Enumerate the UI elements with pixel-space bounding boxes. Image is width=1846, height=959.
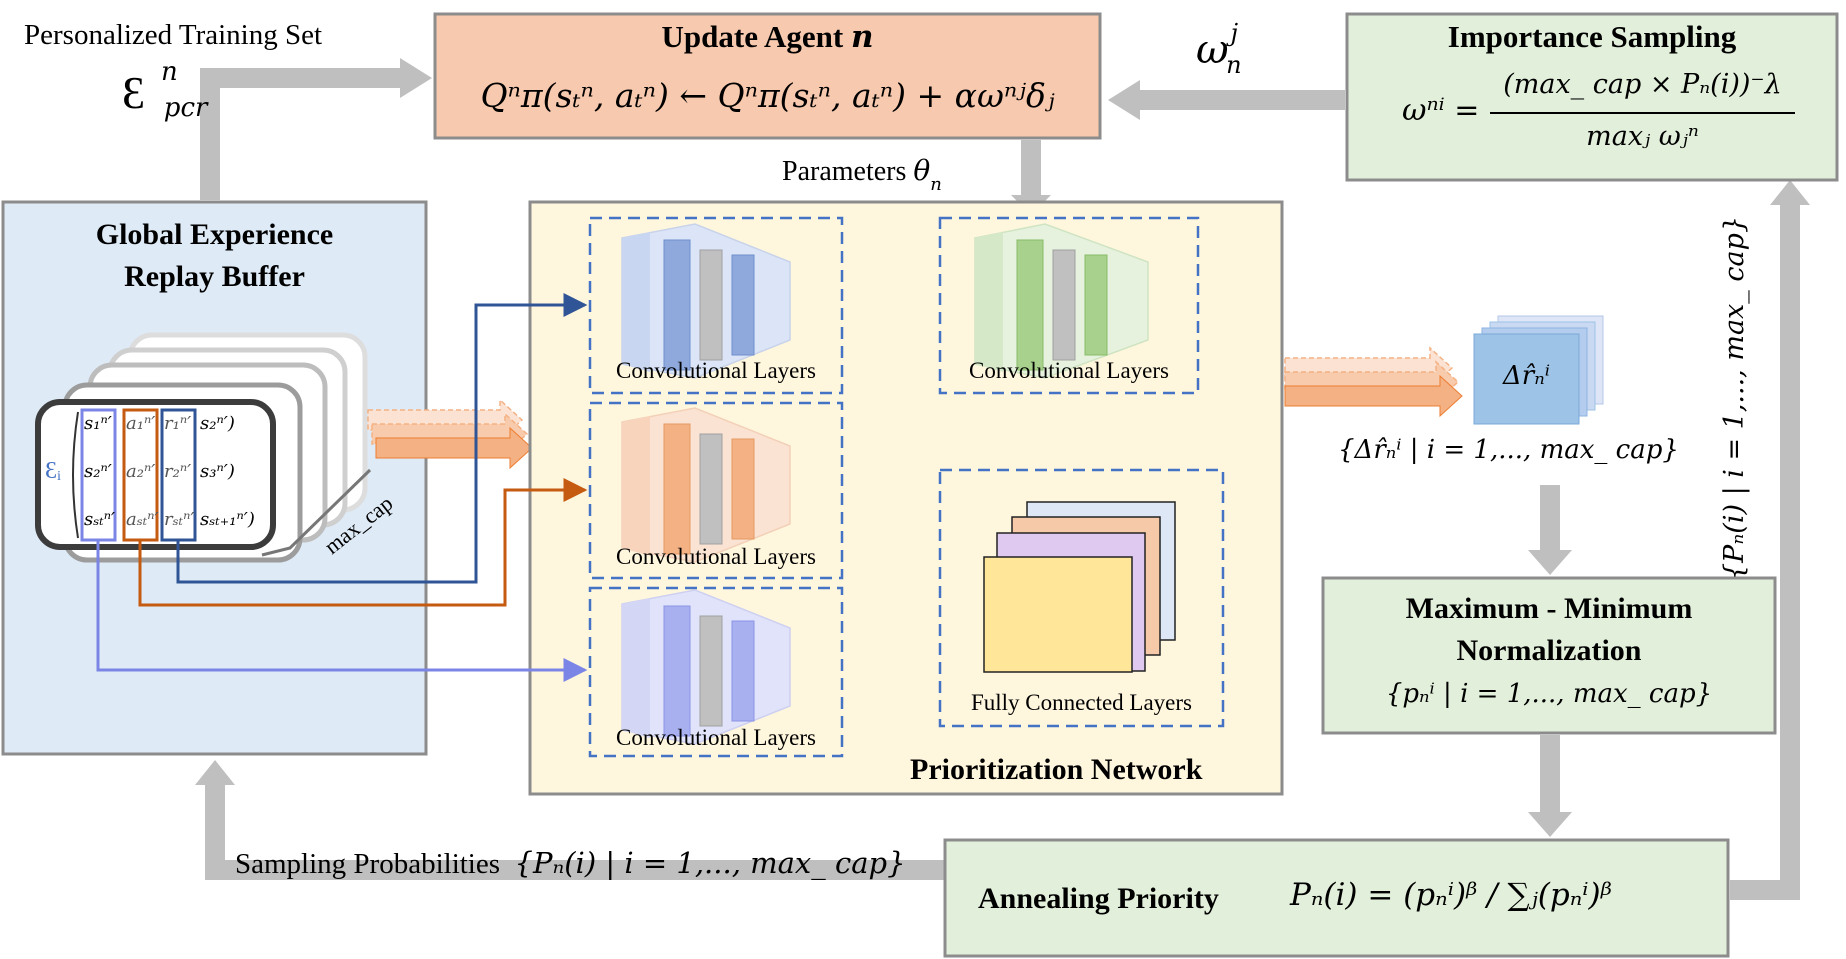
omega-sup: j <box>1230 19 1239 47</box>
cell-a-1: a₁ⁿ′ <box>126 413 156 434</box>
conv-block-blue <box>621 223 791 379</box>
conv-label-violet: Convolutional Layers <box>616 725 816 750</box>
fc-layer-stack <box>983 501 1176 673</box>
conv-box-blue <box>588 216 844 395</box>
normalization-set: {pₙⁱ | i = 1,..., max_ cap} <box>1385 679 1713 709</box>
line-r-to-conv-blue <box>176 293 588 584</box>
right-vertical-set: {Pₙ(i) | i = 1,..., max_ cap} <box>1719 215 1750 580</box>
prioritization-network-title: Prioritization Network <box>910 753 1203 786</box>
annealing-title: Annealing Priority <box>978 882 1219 915</box>
cell-next-2: s₃ⁿ′) <box>200 461 235 482</box>
fc-label: Fully Connected Layers <box>970 690 1192 715</box>
normalization-title-2: Normalization <box>1456 634 1642 667</box>
global-buffer-title-1: Global Experience <box>95 218 334 251</box>
importance-sampling-box <box>1345 12 1839 182</box>
importance-sampling-title: Importance Sampling <box>1447 19 1737 54</box>
annealing-priority-box <box>943 838 1730 958</box>
delta-box <box>1473 333 1580 425</box>
cell-s-2: s₂ⁿ′ <box>84 461 112 482</box>
parameters-theta: θ <box>913 154 931 187</box>
max-cap-bracket <box>261 468 372 557</box>
conv-block-violet <box>621 589 791 745</box>
parameters-label: Parameters θn <box>782 154 942 194</box>
epsilon-pcr-sub: pcr <box>163 93 208 123</box>
line-s-to-conv-violet <box>96 540 588 682</box>
arrow-annealing-to-importance <box>1730 180 1810 900</box>
update-agent-box <box>433 12 1102 140</box>
cell-next-1: s₂ⁿ′) <box>200 413 235 434</box>
cell-r-2: r₂ⁿ′ <box>164 461 192 482</box>
epsilon-pcr-main: Ɛ <box>122 67 146 118</box>
normalization-title-1: Maximum - Minimum <box>1405 592 1693 625</box>
update-agent-title: Update Agent n <box>435 19 1100 55</box>
importance-lhs: ωⁿⁱ = <box>1402 93 1480 128</box>
arrow-importance-to-update <box>1108 80 1345 120</box>
update-agent-title-prefix: Update Agent <box>661 19 851 54</box>
cell-r-st: rₛₜⁿ′ <box>164 509 195 530</box>
sample-stream-arrow <box>367 398 533 470</box>
omega-label: ωjn <box>1196 20 1252 78</box>
omega-main: ω <box>1196 27 1229 73</box>
personalized-training-set-label: Personalized Training Set <box>24 19 323 51</box>
epsilon-i-label: Ɛᵢ <box>45 458 61 484</box>
global-buffer-title-2: Replay Buffer <box>124 260 305 293</box>
arrow-buffer-to-update <box>200 58 432 200</box>
cell-s-1: s₁ⁿ′ <box>84 413 112 434</box>
cell-a-2: a₂ⁿ′ <box>126 461 156 482</box>
conv-label-green: Convolutional Layers <box>969 358 1169 383</box>
conv-label-orange: Convolutional Layers <box>616 544 816 569</box>
sampling-probabilities-text: Sampling Probabilities <box>235 848 501 880</box>
conv-label-blue: Convolutional Layers <box>616 358 816 383</box>
cell-a-st: aₛₜⁿ′ <box>126 509 159 530</box>
conv-block-green <box>974 223 1149 379</box>
line-a-to-conv-orange <box>138 478 588 607</box>
sampling-probabilities-label: Sampling Probabilities {Pₙ(i) | i = 1,..… <box>235 846 906 881</box>
output-stream-arrow <box>1284 346 1463 418</box>
omega-sub: n <box>1226 51 1242 79</box>
update-agent-formula: Qⁿπ(sₜⁿ, aₜⁿ) ← Qⁿπ(sₜⁿ, aₜⁿ) + αωⁿʲδⱼ <box>480 76 1055 115</box>
fc-box <box>938 468 1225 728</box>
delta-symbol: Δr̂ₙⁱ <box>1503 361 1550 391</box>
arrow-update-to-network <box>1011 140 1051 215</box>
normalization-box <box>1321 576 1777 735</box>
cell-r-1: r₁ⁿ′ <box>164 413 192 434</box>
importance-numerator: (max_ cap × Pₙ(i))⁻λ <box>1503 69 1782 100</box>
epsilon-pcr-sup: n <box>161 57 178 87</box>
conv-box-orange <box>588 401 844 580</box>
tuple-open-paren <box>72 411 79 539</box>
sampling-probabilities-set: {Pₙ(i) | i = 1,..., max_ cap} <box>514 846 906 880</box>
importance-denominator: maxⱼ ωⱼⁿ <box>1586 121 1699 152</box>
conv-box-green <box>938 216 1200 395</box>
cell-s-st: sₛₜⁿ′ <box>84 509 116 530</box>
conv-box-violet <box>588 586 844 758</box>
arrow-delta-to-norm <box>1528 485 1572 575</box>
buffer-card-stack <box>35 332 372 563</box>
arrow-norm-to-annealing <box>1528 735 1572 837</box>
gray-arrows <box>195 58 1810 900</box>
parameters-text: Parameters <box>782 156 914 187</box>
conv-block-orange <box>621 407 791 563</box>
annealing-formula: Pₙ(i) = (pₙⁱ)ᵝ / ∑ⱼ(pₙⁱ)ᵝ <box>1290 877 1612 913</box>
parameters-sub: n <box>930 174 942 195</box>
arrow-annealing-to-buffer <box>195 760 945 880</box>
update-agent-title-var: n <box>850 19 874 55</box>
delta-set: {Δr̂ₙⁱ | i = 1,..., max_ cap} <box>1338 435 1679 465</box>
cell-next-st: sₛₜ₊₁ⁿ′) <box>200 509 255 530</box>
delta-stack <box>1473 315 1604 425</box>
